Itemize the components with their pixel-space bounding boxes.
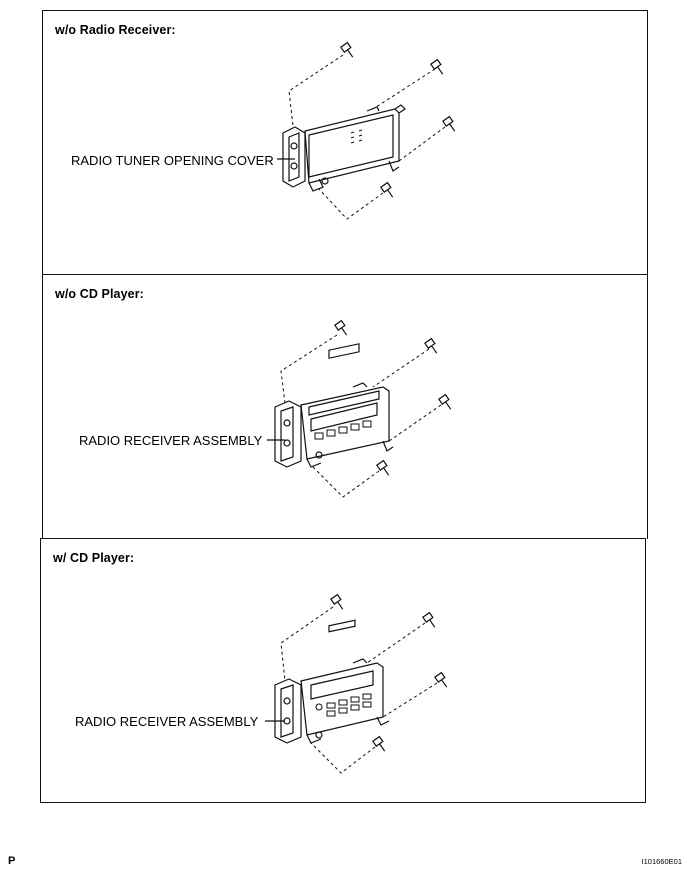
screw-icon [330,593,344,610]
panel-without-radio-receiver: w/o Radio Receiver: RADIO TUNER OPENING … [42,10,648,275]
panel-heading: w/o CD Player: [55,287,144,301]
screw-icon [434,671,448,688]
screw-icon [340,41,354,58]
callout-label: RADIO RECEIVER ASSEMBLY [75,714,259,729]
receiver-exploded-diagram [267,319,452,498]
screw-icon [372,735,386,752]
cover-exploded-diagram [277,41,456,220]
panel-without-cd-player: w/o CD Player: RADIO RECEIVER ASSEMBLY [42,274,648,539]
page-code: P [8,855,16,867]
panel-heading: w/o Radio Receiver: [55,23,176,37]
screw-icon [442,115,456,132]
screw-icon [380,181,394,198]
callout-label: RADIO RECEIVER ASSEMBLY [79,433,263,448]
screw-icon [430,58,444,75]
panel-with-cd-player: w/ CD Player: RADIO RECEIVER ASSEMBLY [40,538,646,803]
screw-icon [376,459,390,476]
mounting-bracket-illustration [274,400,323,468]
screw-icon [334,319,348,336]
screw-icon [438,393,452,410]
radio-unit-illustration [300,619,390,744]
radio-tuner-opening-cover-illustration [304,104,406,192]
callout-label: RADIO TUNER OPENING COVER [71,153,274,168]
mounting-bracket-illustration [282,126,329,188]
screw-icon [424,337,438,354]
receiver-cd-exploded-diagram [265,593,448,774]
screw-icon [422,611,436,628]
figure-id: I101660E01 [641,857,682,866]
panel-heading: w/ CD Player: [53,551,135,565]
radio-unit-illustration [300,343,394,468]
